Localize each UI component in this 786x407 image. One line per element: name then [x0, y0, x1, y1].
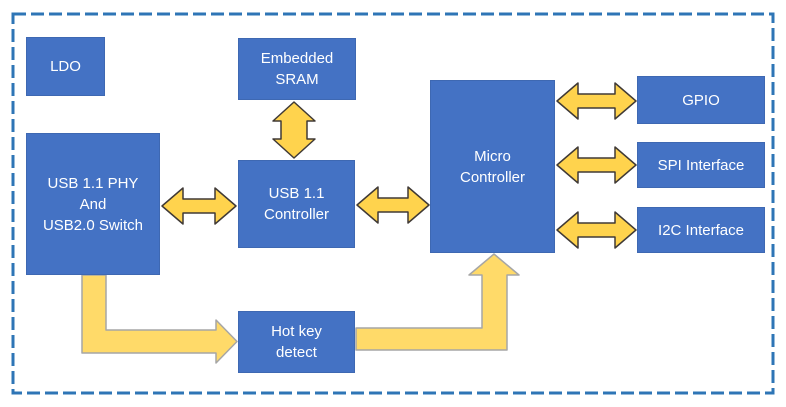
dashed-border: [11, 12, 775, 395]
block-hot-key-detect: Hot key detect: [238, 311, 355, 373]
block-embedded-sram-label: Embedded SRAM: [260, 50, 334, 88]
block-gpio-label: GPIO: [682, 91, 720, 109]
block-ldo-label: LDO: [50, 58, 81, 75]
arrow-microcontroller-spi: [556, 146, 637, 184]
block-i2c-interface-label: I2C Interface: [658, 221, 744, 239]
block-gpio: GPIO: [637, 76, 765, 124]
block-spi-interface-label: SPI Interface: [657, 156, 745, 174]
block-hot-key-detect-label: Hot key detect: [271, 323, 322, 361]
arrow-usbcontroller-microcontroller: [356, 186, 430, 224]
block-usb-controller-label: USB 1.1 Controller: [263, 185, 330, 223]
block-i2c-interface: I2C Interface: [637, 207, 765, 253]
arrow-microcontroller-i2c: [556, 211, 637, 249]
arrow-microcontroller-gpio: [556, 82, 637, 120]
arrow-hotkey-microcontroller: [355, 253, 520, 351]
block-usb-controller: USB 1.1 Controller: [238, 160, 355, 248]
block-spi-interface: SPI Interface: [637, 142, 765, 188]
block-usb-phy-switch: USB 1.1 PHY And USB2.0 Switch: [26, 133, 160, 275]
block-micro-controller: Micro Controller: [430, 80, 555, 253]
block-micro-controller-label: Micro Controller: [459, 147, 526, 186]
arrow-phy-usbcontroller: [161, 187, 237, 225]
block-usb-phy-switch-label: USB 1.1 PHY And USB2.0 Switch: [42, 174, 144, 234]
block-ldo: LDO: [26, 37, 105, 96]
block-embedded-sram: Embedded SRAM: [238, 38, 356, 100]
arrow-sram-usbcontroller: [272, 101, 316, 159]
arrow-phy-hotkey: [81, 274, 238, 364]
